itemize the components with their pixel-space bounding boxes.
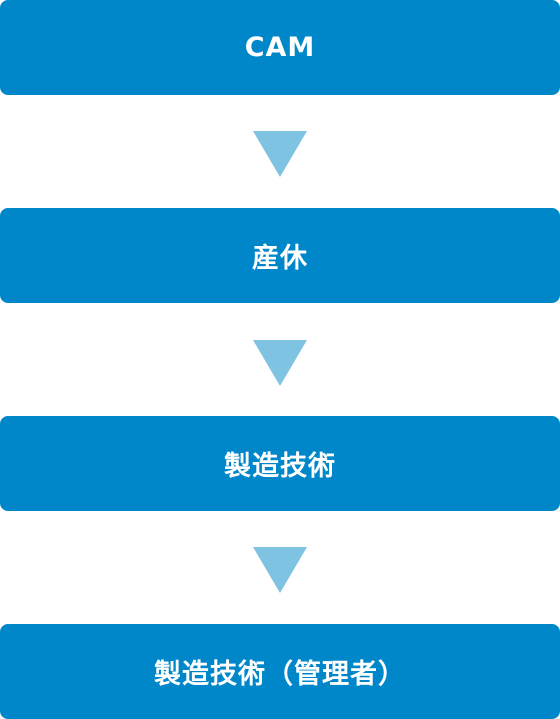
flow-step-manufacturing-engineering-manager: 製造技術（管理者） (0, 624, 560, 719)
flow-step-manufacturing-engineering: 製造技術 (0, 416, 560, 511)
flow-step-cam: CAM (0, 0, 560, 95)
flow-step-label: 産休 (252, 243, 308, 274)
flow-step-maternity-leave: 産休 (0, 208, 560, 303)
down-arrow-icon (253, 547, 307, 593)
flow-step-label: 製造技術（管理者） (154, 659, 406, 690)
flow-step-label: CAM (244, 32, 316, 63)
down-arrow-icon (253, 131, 307, 177)
flow-step-label: 製造技術 (224, 451, 336, 482)
down-arrow-icon (253, 340, 307, 386)
